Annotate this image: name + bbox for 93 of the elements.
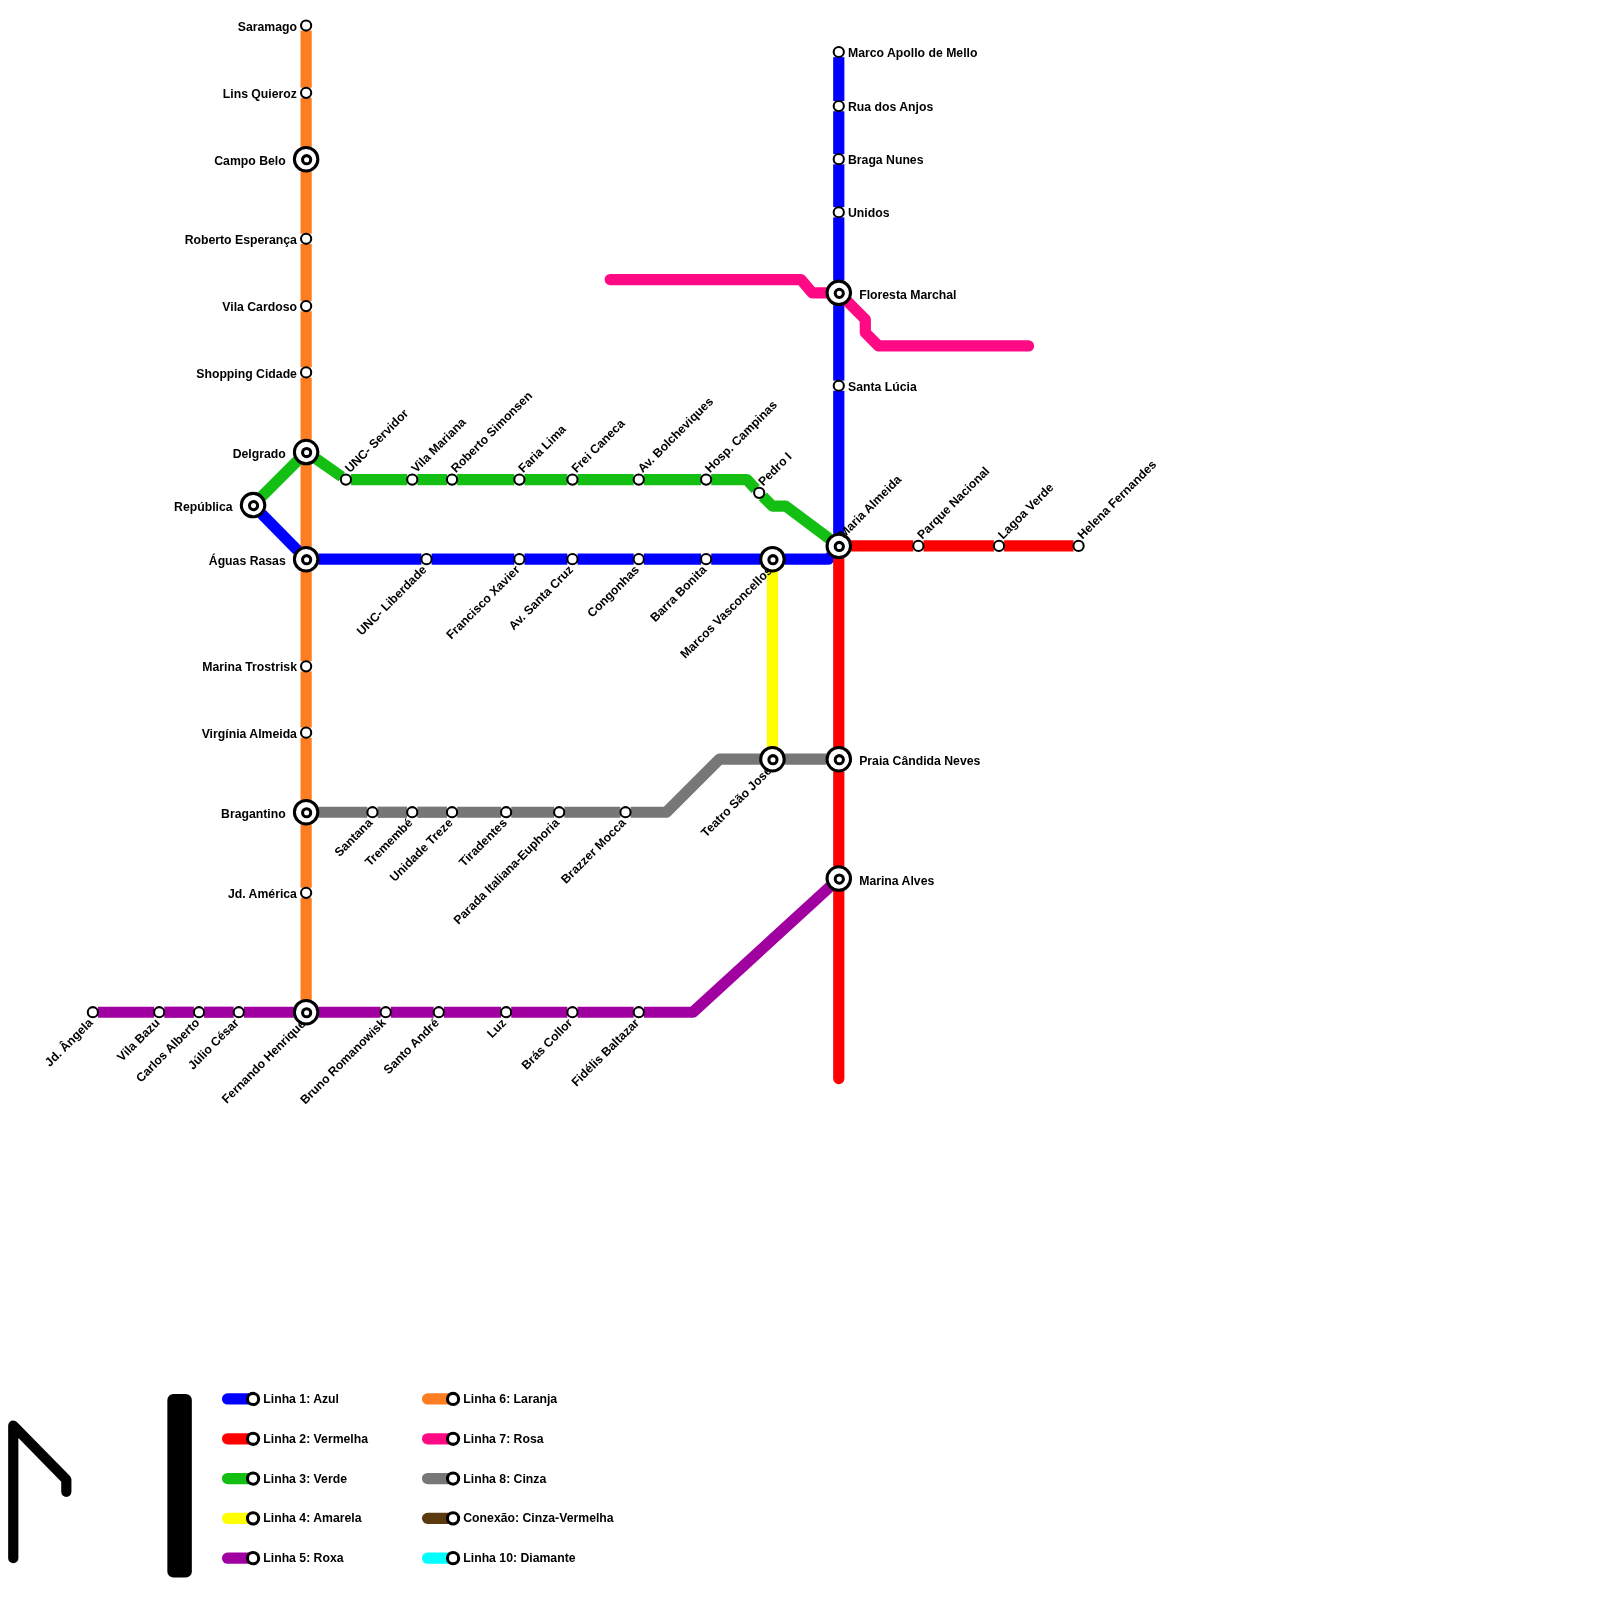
metro-line xyxy=(204,1006,234,1018)
metro-line xyxy=(784,753,827,765)
metro-line xyxy=(1004,540,1074,552)
metro-line xyxy=(511,1006,568,1018)
station-name: República xyxy=(174,501,233,515)
station-name: Saramago xyxy=(237,20,297,34)
metro-line xyxy=(417,806,447,818)
metro-line xyxy=(300,737,312,800)
metro-line xyxy=(300,97,312,147)
station-name: Bragantino xyxy=(221,808,286,822)
station-name: Vila Cardoso xyxy=(222,301,297,315)
station-name: Roberto Esperança xyxy=(184,233,297,247)
metro-line xyxy=(577,553,634,565)
metro-line xyxy=(784,552,836,565)
metro-line xyxy=(511,806,555,818)
station-name: Marina Trostrisk xyxy=(202,661,297,675)
metro-line xyxy=(300,311,312,368)
metro-line xyxy=(833,558,845,747)
metro-line xyxy=(833,390,845,534)
station-name: Praia Cândida Neves xyxy=(859,755,981,769)
metro-line xyxy=(833,164,845,208)
metro-line xyxy=(351,473,408,486)
metro-line xyxy=(833,217,845,281)
metro-line xyxy=(257,456,302,501)
metro-line xyxy=(833,111,845,155)
metro-line xyxy=(300,30,312,88)
metro-line xyxy=(431,553,515,565)
station-name: Águas Rasas xyxy=(208,555,286,569)
metro-line xyxy=(833,771,845,867)
metro-line xyxy=(457,473,515,486)
metro-line xyxy=(711,553,761,565)
metro-line xyxy=(443,1006,501,1018)
station-name: Delgrado xyxy=(232,447,286,462)
legend-label: Linha 1: Azul xyxy=(263,1391,339,1407)
metro-line xyxy=(643,553,701,565)
metro-line xyxy=(630,753,761,818)
metro-line xyxy=(390,1006,434,1018)
metro-line xyxy=(300,171,312,234)
metro-line xyxy=(758,492,833,544)
metro-line xyxy=(577,1006,634,1018)
metro-line xyxy=(577,473,634,486)
metro-line xyxy=(524,473,568,486)
station-name: Virgínia Almeida xyxy=(201,727,297,741)
metro-line xyxy=(257,509,302,555)
station-name: Braga Nunes xyxy=(847,154,924,168)
metro-line xyxy=(643,882,834,1018)
metro-line xyxy=(243,1006,294,1018)
metro-line xyxy=(711,473,760,493)
metro-line xyxy=(300,377,312,440)
metro-line xyxy=(300,671,312,728)
station-name: Lins Quieroz xyxy=(222,87,297,101)
metro-line xyxy=(300,464,312,547)
metro-line xyxy=(766,571,779,747)
metro-line xyxy=(457,806,501,818)
metro-line xyxy=(643,473,701,486)
metro-line xyxy=(564,806,621,818)
station-name: Jd. América xyxy=(227,887,297,901)
station-name: Luz xyxy=(485,1016,510,1041)
metro-line xyxy=(318,553,422,565)
station-name: Marina Alves xyxy=(859,874,935,888)
metro-line xyxy=(300,243,312,301)
station-name: Campo Belo xyxy=(214,155,286,169)
legend-label: Linha 8: Cinza xyxy=(463,1471,547,1486)
metro-line xyxy=(318,1006,381,1018)
metro-line xyxy=(417,473,447,486)
legend-label: Linha 6: Laranja xyxy=(463,1391,558,1407)
station-name: Shopping Cidade xyxy=(196,367,297,381)
metro-line xyxy=(164,1006,194,1018)
legend-label: Linha 3: Verde xyxy=(263,1471,347,1486)
metro-line xyxy=(524,553,568,565)
legend-label: Linha 4: Amarela xyxy=(263,1511,362,1526)
metro-line xyxy=(318,806,368,818)
metro-line xyxy=(97,1006,155,1018)
station-name: Unidos xyxy=(847,207,890,221)
legend-label: Conexão: Cinza-Vermelha xyxy=(463,1511,614,1526)
legend-label: Linha 5: Roxa xyxy=(263,1551,344,1566)
metro-line xyxy=(300,897,312,1000)
metro-line xyxy=(833,57,845,101)
station-name: Marco Apollo de Mello xyxy=(847,46,978,61)
station-name: Rua dos Anjos xyxy=(847,101,934,115)
metro-line xyxy=(833,305,845,381)
metro-line xyxy=(851,540,914,552)
legend-label: Linha 10: Diamante xyxy=(463,1551,576,1566)
metro-line xyxy=(841,295,1035,352)
metro-line xyxy=(923,540,994,552)
metro-line xyxy=(300,571,312,662)
metro-line xyxy=(377,806,408,818)
metro-line xyxy=(300,824,312,888)
metro-line xyxy=(313,454,345,482)
legend-label: Linha 2: Vermelha xyxy=(263,1431,369,1446)
legend-label: Linha 7: Rosa xyxy=(463,1431,544,1446)
station-name: Floresta Marchal xyxy=(859,288,957,303)
station-name: Santa Lúcia xyxy=(847,380,917,394)
